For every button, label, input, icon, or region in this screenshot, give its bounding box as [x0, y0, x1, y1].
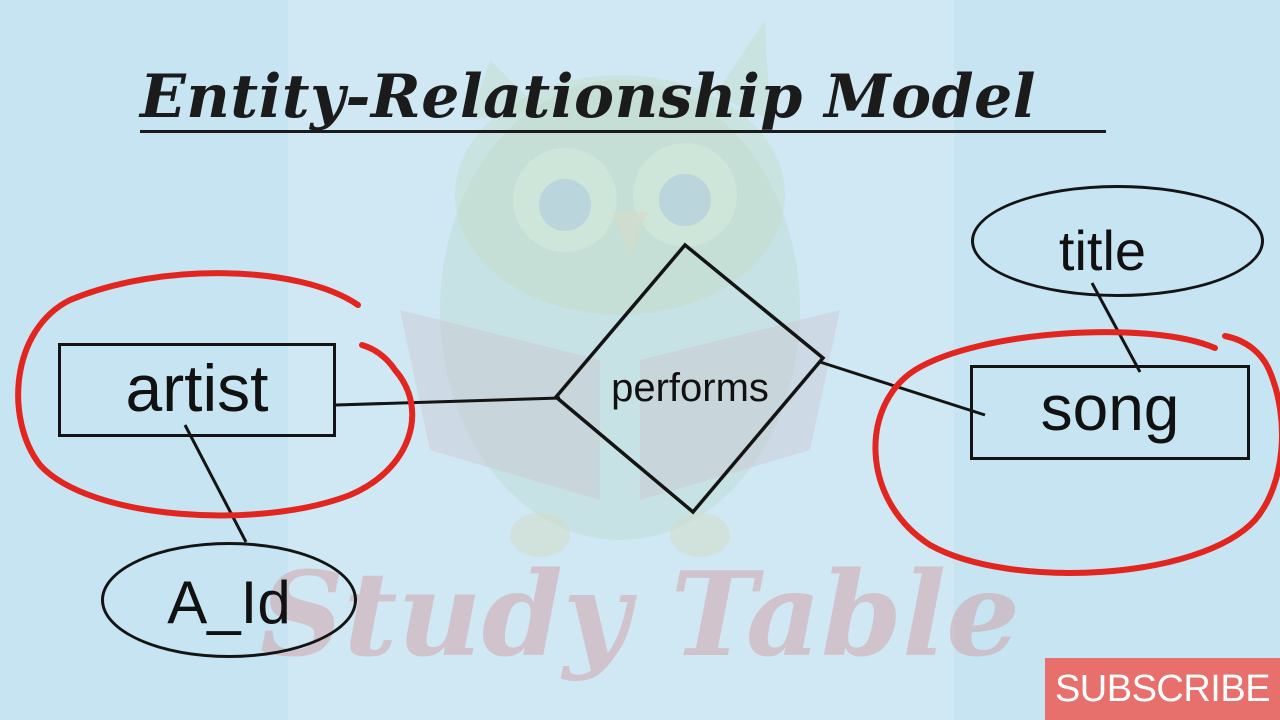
- attribute-a-id-label: A_Id: [167, 568, 291, 636]
- entity-artist: artist: [58, 343, 336, 437]
- artist-aid-connector: [183, 424, 248, 543]
- artist-annotation-circle: [15, 270, 416, 519]
- title-underline: [140, 130, 1106, 133]
- entity-song: song: [970, 365, 1250, 460]
- attribute-title-label: title: [1058, 218, 1147, 282]
- song-annotation-circle: [872, 329, 1280, 576]
- page-title: Entity-Relationship Model: [140, 62, 1037, 132]
- entity-artist-label: artist: [125, 351, 269, 425]
- attribute-a-id: A_Id: [101, 542, 357, 658]
- relationship-diamond: [553, 242, 826, 515]
- attribute-title: title: [971, 185, 1264, 297]
- subscribe-button[interactable]: SUBSCRIBE: [1045, 658, 1280, 720]
- center-panel: [288, 0, 954, 720]
- song-title-connector: [1090, 282, 1142, 373]
- performs-song-connector: [819, 360, 986, 417]
- entity-song-label: song: [1040, 371, 1180, 444]
- watermark-text: Study Table: [260, 547, 1020, 683]
- artist-performs-connector: [335, 396, 561, 407]
- relationship-performs-label: performs: [611, 365, 769, 410]
